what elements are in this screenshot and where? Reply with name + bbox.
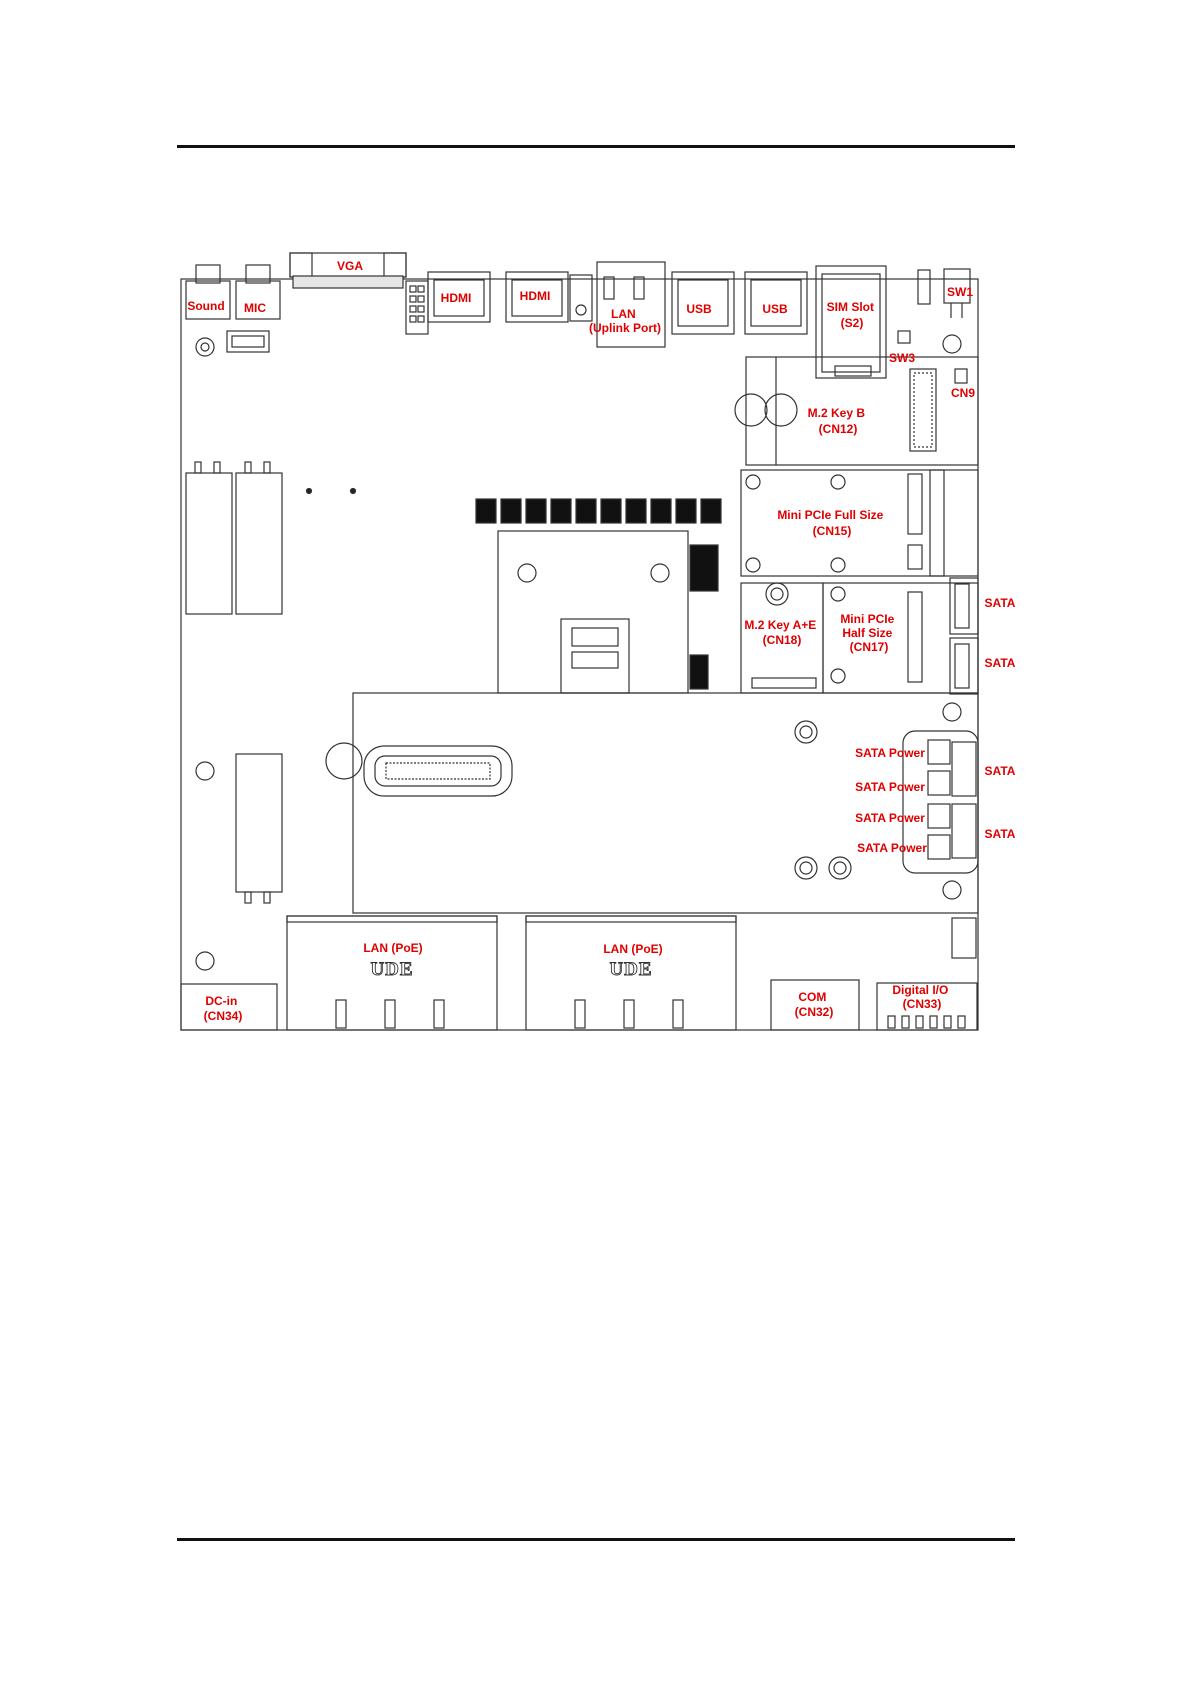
label-lan-poe-1: LAN (PoE)	[363, 941, 422, 955]
dot	[305, 487, 313, 495]
label-sata-2: SATA	[985, 656, 1016, 670]
lan-uplink-connector	[596, 261, 666, 348]
label-sw1: SW1	[947, 285, 973, 299]
label-hdmi-2: HDMI	[520, 289, 551, 303]
label-lan-poe-2: LAN (PoE)	[603, 942, 662, 956]
sata-connector-2	[949, 637, 979, 695]
header-rule	[177, 145, 1015, 148]
label-mini-pcie-full: Mini PCIe Full Size (CN15)	[777, 508, 886, 538]
mini-pcie-full-slot	[740, 469, 979, 577]
footer-rule	[177, 1538, 1015, 1541]
dc-in-connector	[180, 983, 278, 1031]
label-sata-power-2: SATA Power	[855, 780, 925, 794]
label-sata-power-4: SATA Power	[857, 841, 927, 855]
label-usb-2: USB	[762, 302, 788, 316]
label-sata-1: SATA	[985, 596, 1016, 610]
label-usb-1: USB	[686, 302, 712, 316]
label-sata-4: SATA	[985, 827, 1016, 841]
board-outline	[180, 278, 979, 1031]
label-vga: VGA	[337, 259, 363, 273]
heatsink-fins	[475, 498, 722, 524]
status-led	[569, 274, 593, 322]
lan-poe-connector-2	[525, 915, 737, 1031]
dot	[349, 487, 357, 495]
label-dc-in: DC-in (CN34)	[204, 994, 243, 1023]
lan-poe-1-logo: UDE	[370, 959, 413, 980]
mounting-hole	[942, 702, 962, 722]
com-connector	[770, 979, 860, 1031]
usb-connector-2	[744, 271, 808, 335]
label-digital-io: Digital I/O (CN33)	[892, 983, 951, 1011]
memory-socket-2	[235, 461, 283, 615]
label-sound: Sound	[187, 299, 224, 313]
lan-poe-connector-1	[286, 915, 498, 1031]
label-cn9: CN9	[951, 386, 975, 400]
label-m2-key-ae: M.2 Key A+E (CN18)	[744, 618, 819, 647]
sata-power-connectors	[902, 730, 979, 874]
label-com: COM (CN32)	[795, 990, 834, 1019]
label-mic: MIC	[244, 301, 266, 315]
label-mini-pcie-half: Mini PCIe Half Size (CN17)	[840, 612, 897, 654]
mounting-hole	[195, 761, 215, 781]
sound-jack	[185, 264, 231, 357]
memory-socket-1	[185, 461, 233, 615]
m2-key-b-slot	[734, 356, 979, 466]
hdmi-connector-1	[427, 271, 491, 323]
sw1-switch	[917, 268, 971, 318]
mounting-hole	[195, 951, 215, 971]
cn9-connector	[954, 368, 968, 384]
label-sw3: SW3	[889, 351, 915, 365]
mounting-hole	[942, 334, 962, 354]
digital-io-connector	[876, 982, 978, 1031]
label-m2-key-b: M.2 Key B (CN12)	[808, 406, 869, 436]
audio-pin-header	[226, 330, 270, 353]
usb-connector-1	[671, 271, 735, 335]
label-lan-uplink: LAN (Uplink Port)	[589, 307, 661, 335]
lan-poe-2-logo: UDE	[609, 959, 652, 980]
hdmi-connector-2	[505, 271, 569, 323]
mic-jack	[235, 264, 281, 320]
sata-connector-1	[949, 577, 979, 635]
sim-slot	[815, 265, 911, 379]
label-sim-slot: SIM Slot (S2)	[827, 300, 878, 330]
label-hdmi-1: HDMI	[441, 291, 472, 305]
vga-connector	[289, 252, 407, 289]
label-sata-power-3: SATA Power	[855, 811, 925, 825]
label-sata-3: SATA	[985, 764, 1016, 778]
label-sata-power-1: SATA Power	[855, 746, 925, 760]
small-component	[951, 917, 977, 959]
memory-socket-3	[235, 753, 283, 904]
mounting-hole	[942, 880, 962, 900]
